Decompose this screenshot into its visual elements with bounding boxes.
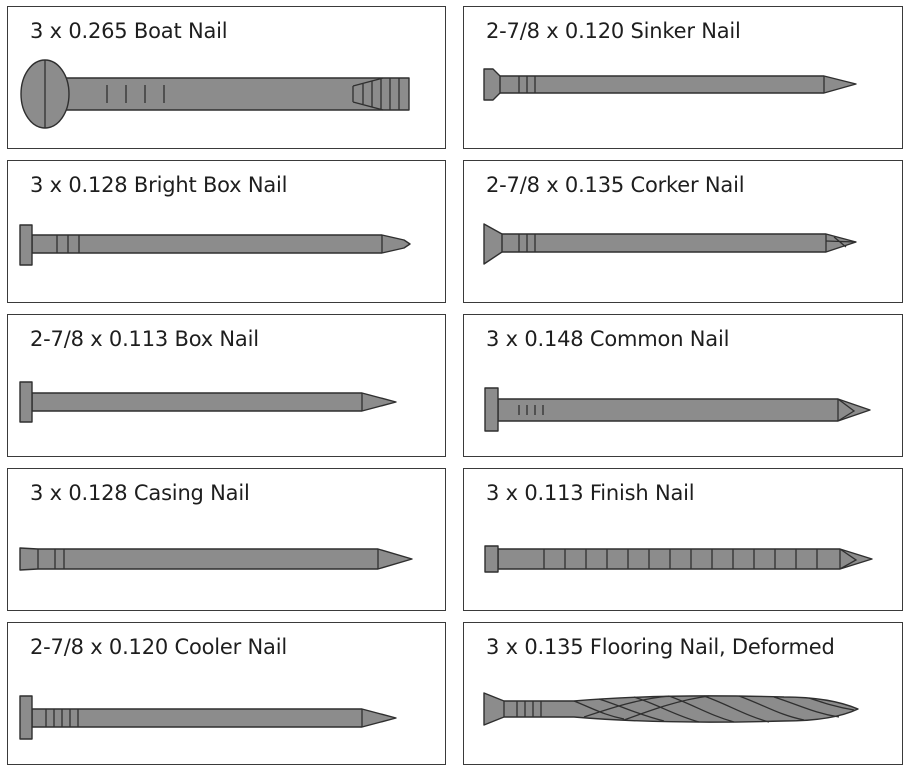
nail-shank (19, 547, 413, 571)
nail-label: 3 x 0.135 Flooring Nail, Deformed (486, 635, 835, 659)
nail-card-common: 3 x 0.148 Common Nail (463, 314, 903, 457)
nail-shank (497, 398, 871, 422)
nail-head (484, 387, 499, 432)
nail-card-boat: 3 x 0.265 Boat Nail (7, 6, 446, 149)
nail-shank (31, 234, 411, 254)
nail-label: 3 x 0.148 Common Nail (486, 327, 730, 351)
box-nail-illustration (19, 381, 397, 423)
nail-shank (497, 233, 857, 253)
common-nail-illustration (484, 387, 871, 432)
nail-label: 2-7/8 x 0.120 Cooler Nail (30, 635, 287, 659)
sinker-nail-illustration (483, 68, 857, 101)
nail-card-corker: 2-7/8 x 0.135 Corker Nail (463, 160, 903, 303)
nail-label: 2-7/8 x 0.120 Sinker Nail (486, 19, 741, 43)
nail-shank (497, 548, 873, 570)
nail-card-box: 2-7/8 x 0.113 Box Nail (7, 314, 446, 457)
nail-label: 3 x 0.128 Casing Nail (30, 481, 250, 505)
casing-nail-illustration (19, 547, 413, 571)
nail-card-finish: 3 x 0.113 Finish Nail (463, 468, 903, 611)
nail-card-sinker: 2-7/8 x 0.120 Sinker Nail (463, 6, 903, 149)
boat-nail-illustration (20, 59, 410, 129)
nail-card-casing: 3 x 0.128 Casing Nail (7, 468, 446, 611)
nail-shank (31, 708, 397, 728)
nail-shank (483, 692, 859, 726)
nail-card-flooring-deformed: 3 x 0.135 Flooring Nail, Deformed (463, 622, 903, 765)
nail-card-bright-box: 3 x 0.128 Bright Box Nail (7, 160, 446, 303)
cooler-nail-illustration (19, 695, 397, 740)
nail-label: 3 x 0.128 Bright Box Nail (30, 173, 288, 197)
nail-head (19, 381, 33, 423)
nail-label: 2-7/8 x 0.135 Corker Nail (486, 173, 745, 197)
nail-shank (31, 392, 397, 412)
bright-box-nail-illustration (19, 224, 411, 266)
nail-head (483, 68, 501, 101)
nail-label: 3 x 0.265 Boat Nail (30, 19, 228, 43)
nail-shank (52, 77, 410, 111)
nail-head (483, 223, 503, 265)
nail-head (19, 224, 33, 266)
flooring-nail-illustration (483, 692, 859, 726)
nail-head (484, 545, 499, 573)
nail-label: 3 x 0.113 Finish Nail (486, 481, 695, 505)
nail-card-cooler: 2-7/8 x 0.120 Cooler Nail (7, 622, 446, 765)
nail-label: 2-7/8 x 0.113 Box Nail (30, 327, 259, 351)
finish-nail-illustration (484, 545, 873, 573)
nail-head (19, 695, 33, 740)
corker-nail-illustration (483, 223, 857, 265)
nail-shank (497, 75, 857, 94)
